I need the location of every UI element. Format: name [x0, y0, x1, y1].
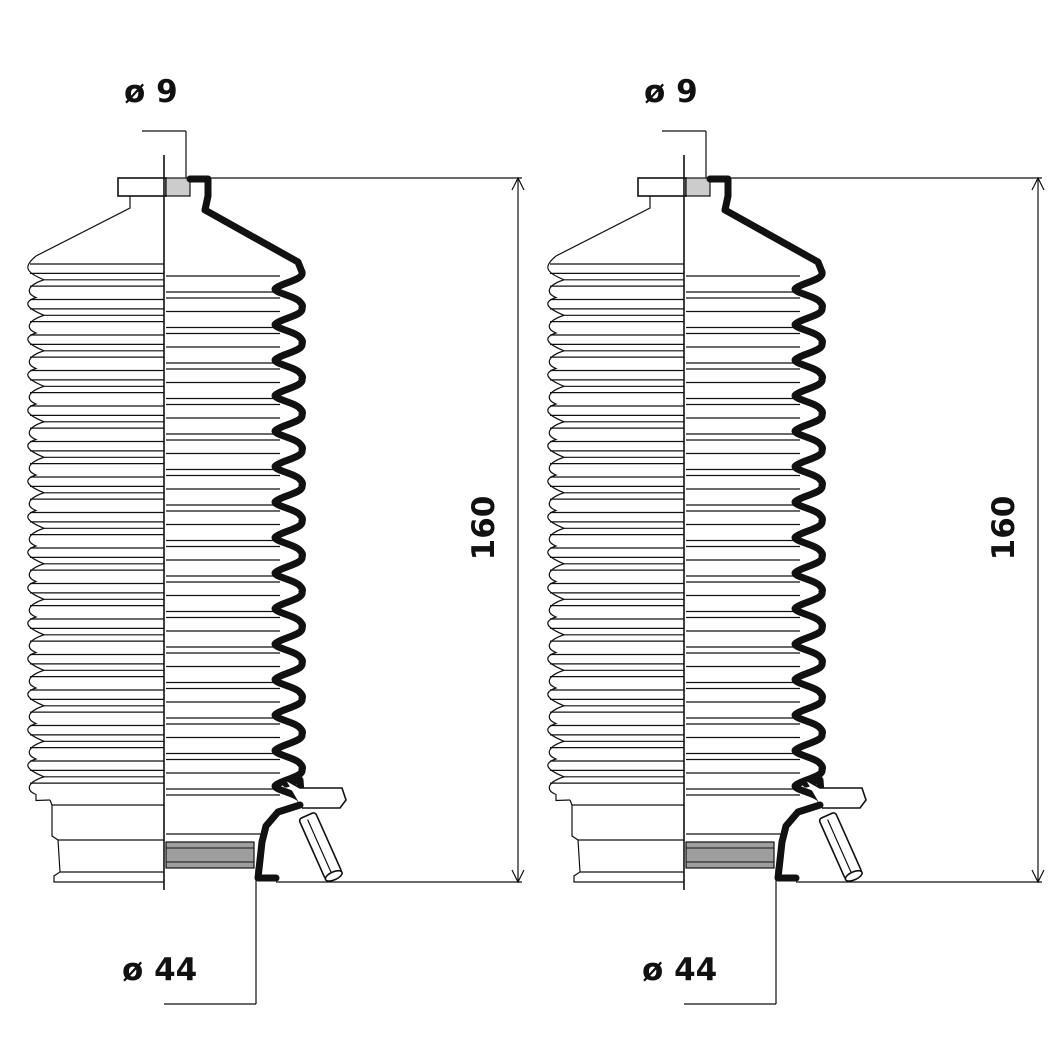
- bellows-view-left: ø 9 ø 44 160: [28, 74, 524, 1004]
- bottom-diameter-label: ø 44: [642, 952, 717, 988]
- top-diameter-label: ø 9: [644, 74, 698, 110]
- top-diameter-label: ø 9: [124, 74, 178, 110]
- bottom-diameter-label: ø 44: [122, 952, 197, 988]
- height-label: 160: [466, 496, 502, 561]
- bellows-view-right: ø 9 ø 44 160: [548, 74, 1044, 1004]
- height-label: 160: [986, 496, 1022, 561]
